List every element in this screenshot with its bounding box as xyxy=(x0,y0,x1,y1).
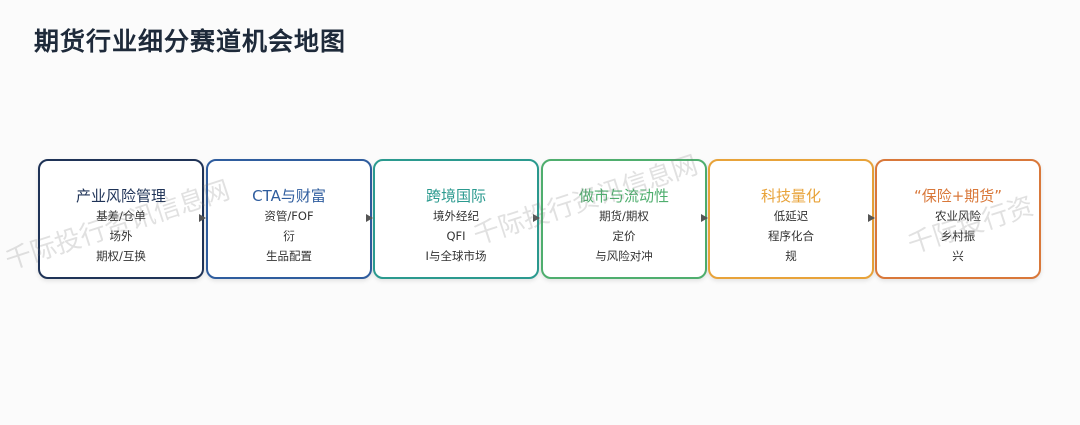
card-line: 资管/FOF xyxy=(264,209,314,223)
card-line: 程序化合 xyxy=(768,229,814,243)
card-insurance-futures: “保险+期货” 农业风险 乡村振 兴 xyxy=(875,159,1041,279)
card-industry-risk: 产业风险管理 基差/仓单 场外 期权/互换 xyxy=(38,159,204,279)
arrow-right-icon xyxy=(199,214,206,222)
arrow-right-icon xyxy=(366,214,373,222)
card-title: 科技量化 xyxy=(760,187,821,205)
card-market-making: 做市与流动性 期货/期权 定价 与风险对冲 xyxy=(541,159,707,279)
page-title: 期货行业细分赛道机会地图 xyxy=(34,27,347,56)
arrow-right-icon xyxy=(701,214,708,222)
opportunity-flow: 产业风险管理 基差/仓单 场外 期权/互换 CTA与财富 资管/FOF 衍 生品… xyxy=(38,159,1044,283)
card-line: 乡村振 xyxy=(940,229,976,243)
card-line: 农业风险 xyxy=(935,209,981,223)
card-line: 期货/期权 xyxy=(599,209,649,223)
card-line: 兴 xyxy=(952,249,964,263)
card-line: 低延迟 xyxy=(773,209,809,223)
arrow-right-icon xyxy=(533,214,540,222)
card-title: “保险+期货” xyxy=(913,187,1003,205)
card-title: 跨境国际 xyxy=(425,187,486,205)
card-line: 基差/仓单 xyxy=(96,209,146,223)
card-cta-wealth: CTA与财富 资管/FOF 衍 生品配置 xyxy=(206,159,372,279)
card-line: 境外经纪 xyxy=(433,209,479,223)
card-line: 期权/互换 xyxy=(96,249,146,263)
card-line: 与风险对冲 xyxy=(595,249,653,263)
card-line: 规 xyxy=(785,249,797,263)
card-title: 做市与流动性 xyxy=(578,187,669,205)
card-line: 定价 xyxy=(612,229,636,243)
card-line: QFI xyxy=(446,229,466,243)
card-title: 产业风险管理 xyxy=(75,187,166,205)
arrow-right-icon xyxy=(868,214,875,222)
card-line: 衍 xyxy=(283,229,295,243)
card-cross-border: 跨境国际 境外经纪 QFI I与全球市场 xyxy=(373,159,539,279)
card-title: CTA与财富 xyxy=(252,187,326,205)
card-line: 场外 xyxy=(109,229,133,243)
card-tech-quant: 科技量化 低延迟 程序化合 规 xyxy=(708,159,874,279)
card-line: I与全球市场 xyxy=(425,249,487,263)
card-line: 生品配置 xyxy=(266,249,312,263)
